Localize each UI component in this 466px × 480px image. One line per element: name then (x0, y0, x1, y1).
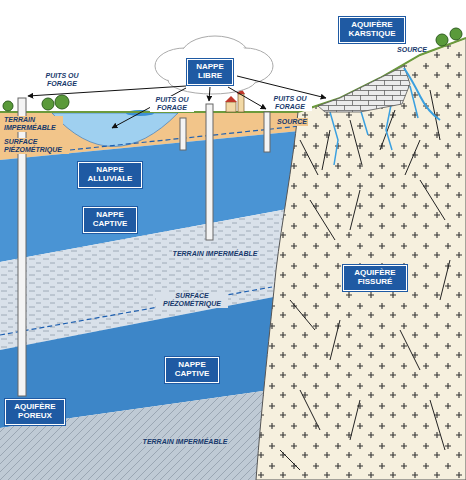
aquifer-box: AQUIFÈRE POREUX (5, 399, 65, 425)
massif-crosses (256, 38, 466, 480)
well-pipe (206, 104, 213, 240)
fissures (280, 90, 450, 470)
well-pipe (180, 118, 186, 150)
aquifer-box: NAPPE LIBRE (187, 59, 233, 85)
layer-label: TERRAIN IMPERMÉABLE (172, 250, 259, 258)
well-pipe (264, 112, 270, 152)
spring-water (404, 68, 440, 120)
aquifer-box: AQUIFÈRE KARSTIQUE (339, 17, 405, 43)
house (226, 102, 236, 112)
aquifer-name: AQUIFÈRE FISSURÉ (349, 269, 401, 287)
source-label: SOURCE (396, 46, 428, 54)
aquifer-box: NAPPE CAPTIVE (83, 207, 137, 233)
well-label: PUITS OU FORAGE (150, 96, 194, 111)
crystalline-massif (256, 38, 466, 480)
layer-label: TERRAIN IMPERMÉABLE (3, 116, 63, 131)
tree (436, 34, 448, 46)
aquifer-name: NAPPE CAPTIVE (171, 361, 213, 379)
piezometric-line (0, 287, 272, 335)
tree (42, 98, 54, 110)
massif-body (256, 38, 466, 480)
aquifer-name: AQUIFÈRE POREUX (11, 403, 59, 421)
aquifer-box: AQUIFÈRE FISSURÉ (343, 265, 407, 291)
aquifer-name: NAPPE CAPTIVE (89, 211, 131, 229)
layer-label: TERRAIN IMPERMÉABLE (142, 438, 229, 446)
aquifer-box: NAPPE ALLUVIALE (78, 162, 142, 188)
aquifer-name: NAPPE LIBRE (193, 63, 227, 81)
recharge-arrow (228, 87, 266, 109)
aquifer-box: NAPPE CAPTIVE (165, 357, 219, 383)
well-label: PUITS OU FORAGE (40, 72, 84, 87)
recharge-arrow (209, 87, 210, 101)
piezometric-label: SURFACE PIÉZOMÉTRIQUE (156, 292, 228, 307)
piezometric-label: SURFACE PIÉZOMÉTRIQUE (3, 138, 69, 153)
alluvial-water (52, 113, 178, 147)
aquifer-name: AQUIFÈRE KARSTIQUE (345, 21, 399, 39)
church-tower (238, 94, 244, 112)
karst-block (318, 66, 410, 112)
cloud (155, 36, 273, 94)
source-label: SOURCE (276, 118, 308, 126)
tree (3, 101, 13, 111)
roof (225, 96, 237, 102)
well-label: PUITS OU FORAGE (268, 95, 312, 110)
tree (450, 28, 462, 40)
tree (55, 95, 69, 109)
hill-surface (298, 38, 466, 112)
aquifer-name: NAPPE ALLUVIALE (84, 166, 136, 184)
